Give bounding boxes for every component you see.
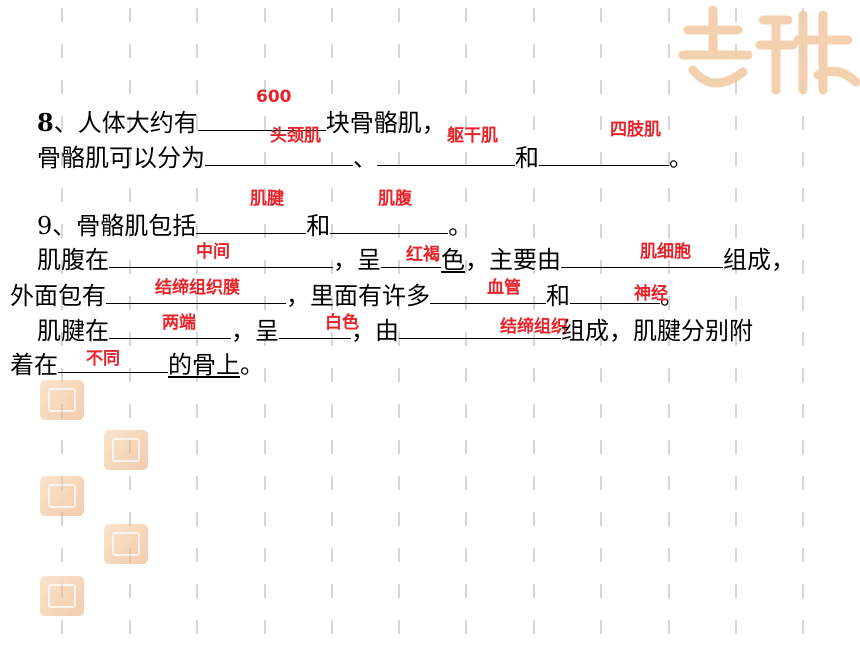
q8-line2: 骨骼肌可以分为 、 和 。 — [37, 141, 693, 172]
q9-text: ，里面有许多 — [286, 282, 430, 310]
q8-and: 和 — [515, 144, 539, 172]
q9-end: 。 — [660, 282, 684, 310]
answer-belly: 肌腹 — [378, 189, 412, 209]
blank-belly-color — [381, 243, 441, 268]
q9-end: 。 — [448, 212, 473, 240]
q9-line4: 肌腱在 ，呈 ，由 组成，肌腱分别附 — [37, 314, 753, 345]
q9-line2: 肌腹在 ，呈 色，主要由 组成， — [37, 243, 795, 274]
q9-text: 9、骨骼肌包括 — [37, 212, 197, 240]
blank-attach — [58, 348, 168, 373]
answer-tendon-position: 两端 — [162, 313, 196, 333]
q9-text: 肌腹在 — [37, 246, 109, 274]
q9-end: 。 — [240, 351, 264, 379]
answer-tendon: 肌腱 — [250, 189, 284, 209]
q9-line3: 外面包有 ，里面有许多 和 。 — [10, 279, 684, 310]
decorative-stamp — [40, 576, 84, 616]
q9-text: 着在 — [10, 351, 58, 379]
q9-line5: 着在 的骨上。 — [10, 348, 264, 379]
blank-belly-position — [109, 243, 333, 268]
blank-tendon-position — [109, 314, 231, 339]
q9-and: 和 — [546, 282, 570, 310]
q8-number: 8 — [37, 108, 54, 137]
q8-text: 、人体大约有 — [53, 109, 198, 137]
answer-tendon-color: 白色 — [325, 313, 359, 333]
answer-trunk-muscle: 躯干肌 — [447, 126, 498, 146]
blank-tendon-color — [279, 314, 351, 339]
answer-belly-composition: 肌细胞 — [640, 242, 691, 262]
answer-belly-position: 中间 — [196, 242, 230, 262]
blank-inner2 — [570, 279, 660, 304]
q9-text: ，呈 — [333, 246, 381, 274]
q8-separator: 、 — [353, 144, 377, 172]
decorative-stamp — [104, 524, 148, 564]
answer-outer-wrap: 结缔组织膜 — [155, 278, 240, 298]
answer-limb-muscle: 四肢肌 — [610, 120, 661, 140]
decorative-logo — [678, 5, 860, 95]
blank-belly — [330, 209, 449, 234]
q9-text: ，由 — [351, 317, 399, 345]
answer-belly-color: 红褐 — [406, 245, 440, 265]
decorative-stamp — [40, 380, 84, 420]
blank-part3 — [539, 141, 669, 166]
blank-belly-composition — [561, 243, 723, 268]
q9-text: 组成，肌腱分别附 — [561, 317, 753, 345]
blank-tendon-composition — [399, 314, 561, 339]
answer-nerve: 神经 — [634, 284, 668, 304]
answer-muscle-count: 600 — [256, 87, 292, 107]
decorative-stamp — [104, 430, 148, 470]
q8-text: 块骨骼肌， — [325, 109, 446, 137]
q9-and: 和 — [306, 212, 331, 240]
answer-tendon-composition: 结缔组织 — [500, 317, 568, 337]
q9-line1: 9、骨骼肌包括 和 。 — [37, 209, 472, 240]
q8-end: 。 — [669, 144, 693, 172]
q8-text: 骨骼肌可以分为 — [37, 144, 205, 172]
blank-inner1 — [430, 279, 546, 304]
blank-tendon — [196, 209, 307, 234]
q8-line1: 8、人体大约有 块骨骼肌， — [37, 106, 446, 138]
q9-attach-suffix: 的骨上 — [168, 351, 240, 379]
blank-outer-wrap — [106, 279, 286, 304]
q9-text: 组成， — [723, 246, 795, 274]
q9-text: ，主要由 — [465, 246, 561, 274]
q9-text: 肌腱在 — [37, 317, 109, 345]
blank-part2 — [377, 141, 515, 166]
q9-text: ，呈 — [231, 317, 279, 345]
blank-part1 — [205, 141, 353, 166]
answer-attach: 不同 — [86, 349, 120, 369]
answer-blood-vessel: 血管 — [487, 278, 521, 298]
answer-head-neck-muscle: 头颈肌 — [270, 126, 321, 146]
decorative-stamp — [40, 476, 84, 516]
q9-text: 外面包有 — [10, 282, 106, 310]
q9-color-suffix: 色 — [441, 246, 465, 274]
blank-muscle-count — [197, 106, 326, 131]
